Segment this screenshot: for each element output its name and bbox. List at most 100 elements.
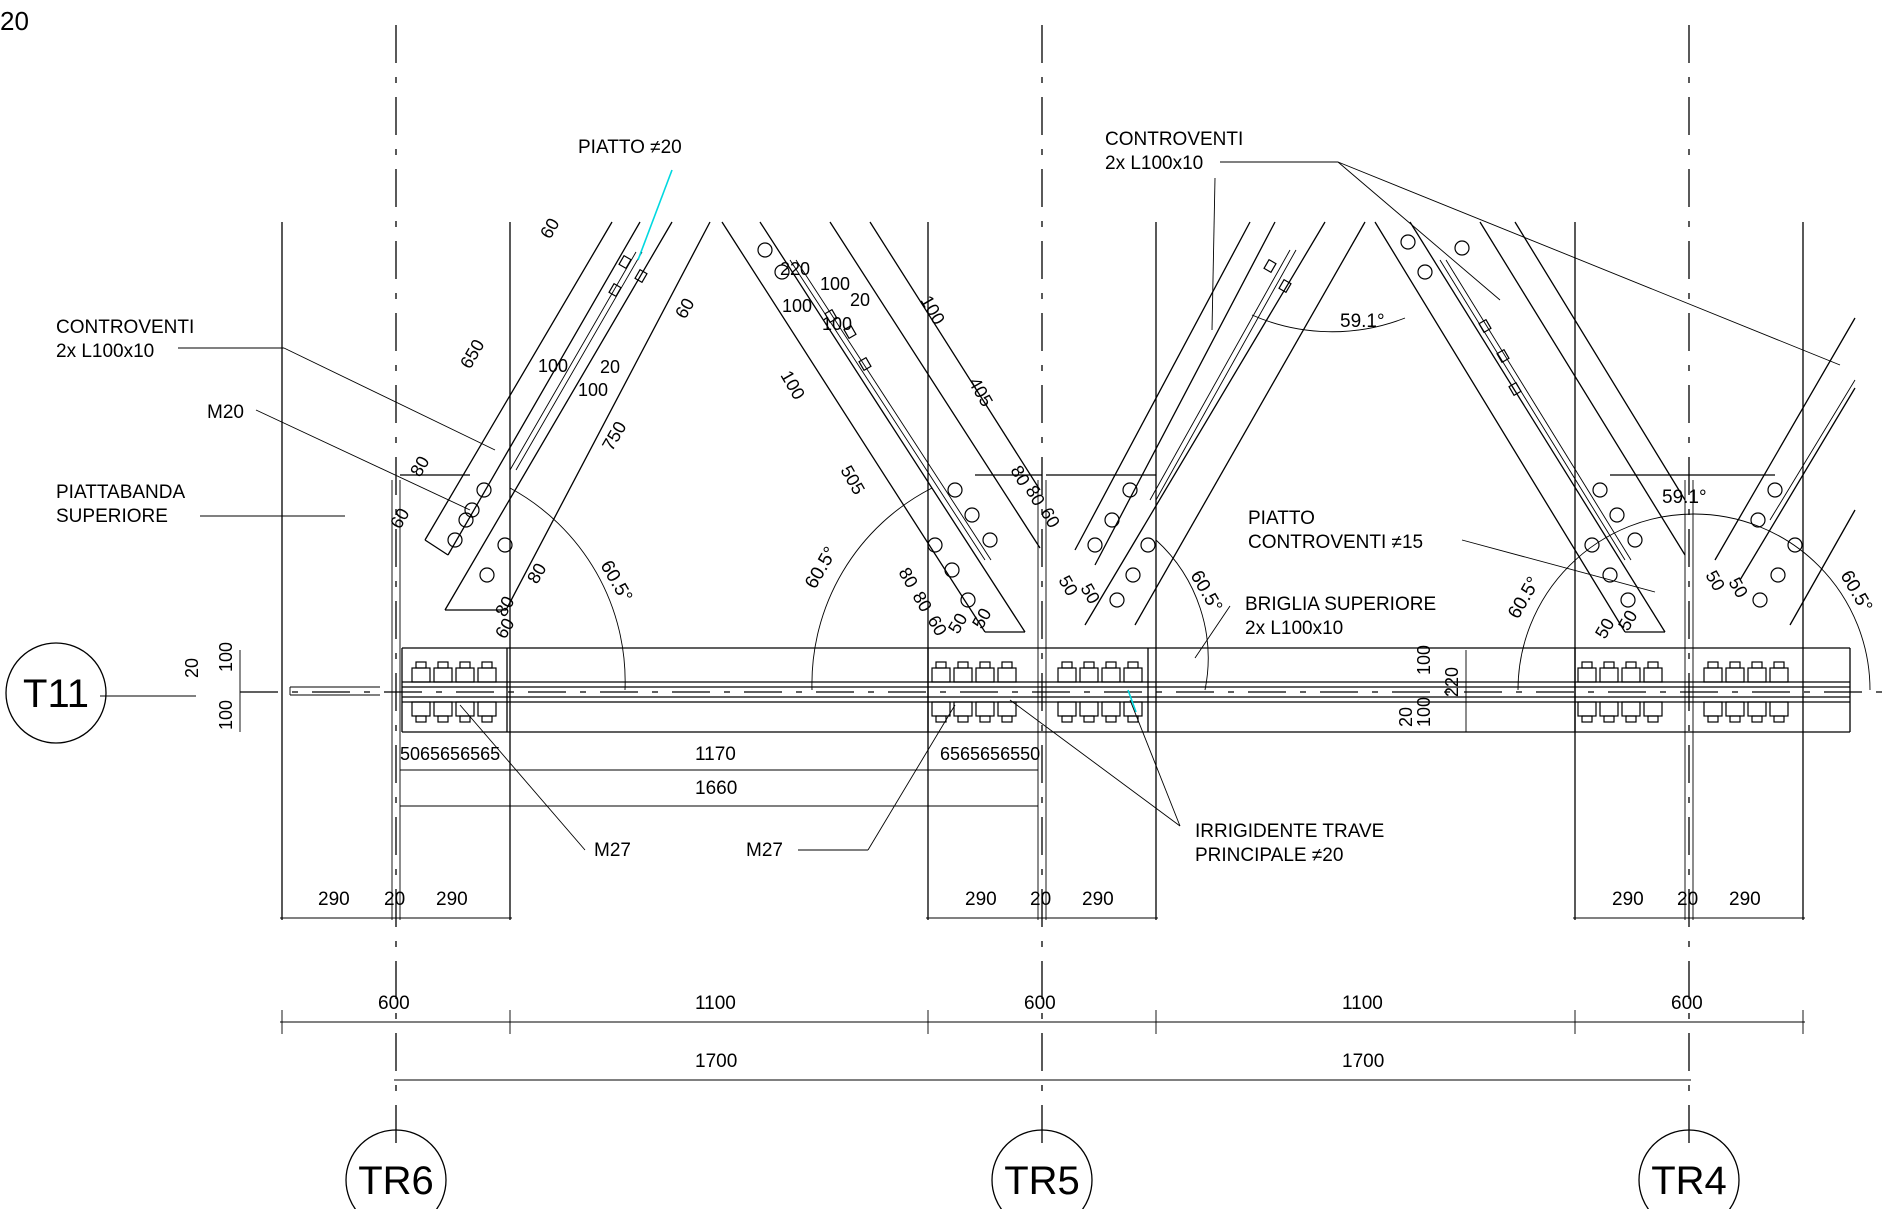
svg-text:50: 50 <box>968 605 995 632</box>
svg-text:1660: 1660 <box>695 778 737 799</box>
svg-text:505: 505 <box>837 462 869 498</box>
svg-text:750: 750 <box>598 418 630 454</box>
label-piatto-controventi-1: PIATTO <box>1248 508 1315 529</box>
angle-arcs <box>509 314 1871 691</box>
svg-text:1170: 1170 <box>695 744 736 765</box>
corner-text: 20 <box>0 6 29 36</box>
svg-text:20: 20 <box>600 357 620 377</box>
svg-text:60: 60 <box>386 505 413 532</box>
svg-text:20: 20 <box>1030 889 1051 910</box>
svg-text:1100: 1100 <box>1342 993 1383 1014</box>
svg-text:600: 600 <box>1671 993 1703 1014</box>
svg-text:80: 80 <box>895 564 922 591</box>
svg-text:80: 80 <box>909 588 936 615</box>
svg-text:100: 100 <box>822 314 852 334</box>
label-m27-b: M27 <box>746 840 783 861</box>
svg-text:290: 290 <box>318 889 350 910</box>
svg-text:20: 20 <box>1677 889 1698 910</box>
svg-text:20: 20 <box>182 658 202 678</box>
label-piatto-controventi-2: CONTROVENTI ≠15 <box>1248 532 1423 553</box>
svg-text:100: 100 <box>1414 645 1434 675</box>
label-controventi-a-2: 2x L100x10 <box>56 341 154 362</box>
label-piattabanda-1: PIATTABANDA <box>56 482 185 503</box>
label-irrigidente-2: PRINCIPALE ≠20 <box>1195 845 1343 866</box>
brace-bolt-heads <box>608 254 1522 397</box>
svg-text:20: 20 <box>384 889 405 910</box>
svg-text:290: 290 <box>965 889 997 910</box>
svg-text:290: 290 <box>1612 889 1644 910</box>
svg-text:100: 100 <box>782 296 812 316</box>
svg-text:100: 100 <box>820 274 850 294</box>
svg-text:60: 60 <box>1037 504 1064 531</box>
svg-text:100: 100 <box>216 700 236 730</box>
svg-text:100: 100 <box>777 367 809 403</box>
svg-text:100: 100 <box>538 356 568 376</box>
grid-marker-tr6: TR6 <box>345 1129 447 1209</box>
svg-text:80: 80 <box>491 593 518 620</box>
chord-bolts <box>411 661 1789 723</box>
svg-text:TR6: TR6 <box>358 1159 434 1203</box>
svg-text:50: 50 <box>944 610 971 637</box>
svg-text:60.5°: 60.5° <box>1186 567 1226 616</box>
svg-text:100: 100 <box>1414 697 1434 727</box>
svg-text:220: 220 <box>1442 667 1462 697</box>
grid-marker-tr5: TR5 <box>991 1129 1093 1209</box>
svg-text:5065656565: 5065656565 <box>400 744 500 764</box>
svg-text:50: 50 <box>1077 580 1104 607</box>
svg-text:290: 290 <box>1729 889 1761 910</box>
svg-text:TR4: TR4 <box>1651 1159 1727 1203</box>
svg-text:60.5°: 60.5° <box>596 557 636 606</box>
svg-text:650: 650 <box>456 336 488 372</box>
svg-text:60.5°: 60.5° <box>1836 567 1876 616</box>
label-m27-a: M27 <box>594 840 631 861</box>
annotation-labels: PIATTO ≠20 CONTROVENTI 2x L100x10 CONTRO… <box>56 129 1436 866</box>
svg-text:600: 600 <box>378 993 410 1014</box>
svg-text:59.1°: 59.1° <box>1340 311 1385 332</box>
grid-axes <box>240 25 1888 1155</box>
svg-text:60: 60 <box>491 615 518 642</box>
svg-text:20: 20 <box>1396 707 1416 727</box>
svg-text:80: 80 <box>1007 462 1034 489</box>
label-briglia-2: 2x L100x10 <box>1245 618 1343 639</box>
svg-text:1100: 1100 <box>695 993 736 1014</box>
svg-text:20: 20 <box>850 290 870 310</box>
top-chord <box>289 647 1851 733</box>
svg-text:100: 100 <box>917 292 949 328</box>
label-piattabanda-2: SUPERIORE <box>56 506 168 527</box>
svg-text:290: 290 <box>1082 889 1114 910</box>
vertical-plate-lines <box>281 222 1804 920</box>
label-controventi-a-1: CONTROVENTI <box>56 317 194 338</box>
svg-text:50: 50 <box>1702 567 1729 594</box>
svg-text:220: 220 <box>780 259 810 279</box>
label-irrigidente-1: IRRIGIDENTE TRAVE <box>1195 821 1384 842</box>
label-briglia-1: BRIGLIA SUPERIORE <box>1245 594 1436 615</box>
svg-text:80: 80 <box>406 453 433 480</box>
label-m20: M20 <box>207 402 244 423</box>
brace-bolts <box>447 234 1803 608</box>
svg-text:80: 80 <box>1022 482 1049 509</box>
svg-text:60: 60 <box>536 215 563 242</box>
svg-text:59.1°: 59.1° <box>1662 487 1707 508</box>
cyan-mark-1 <box>637 169 673 261</box>
svg-text:50: 50 <box>1055 572 1082 599</box>
svg-text:100: 100 <box>216 642 236 672</box>
grid-marker-tr4: TR4 <box>1638 1129 1740 1209</box>
leader-lines <box>100 161 1841 851</box>
svg-text:100: 100 <box>578 380 608 400</box>
svg-text:T11: T11 <box>23 672 89 716</box>
svg-text:6565656550: 6565656550 <box>940 744 1040 764</box>
svg-text:50: 50 <box>1614 607 1641 634</box>
dimension-lines <box>239 650 1805 1081</box>
cyan-mark-2 <box>1127 689 1137 713</box>
svg-text:50: 50 <box>1591 615 1618 642</box>
svg-text:50: 50 <box>1725 574 1752 601</box>
svg-text:1700: 1700 <box>695 1051 737 1072</box>
label-piatto20: PIATTO ≠20 <box>578 137 682 158</box>
svg-text:80: 80 <box>523 560 550 587</box>
svg-text:TR5: TR5 <box>1004 1159 1080 1203</box>
diagonal-braces <box>400 221 1856 633</box>
label-controventi-b-1: CONTROVENTI <box>1105 129 1243 150</box>
label-controventi-b-2: 2x L100x10 <box>1105 153 1203 174</box>
svg-text:60.5°: 60.5° <box>1504 573 1544 622</box>
